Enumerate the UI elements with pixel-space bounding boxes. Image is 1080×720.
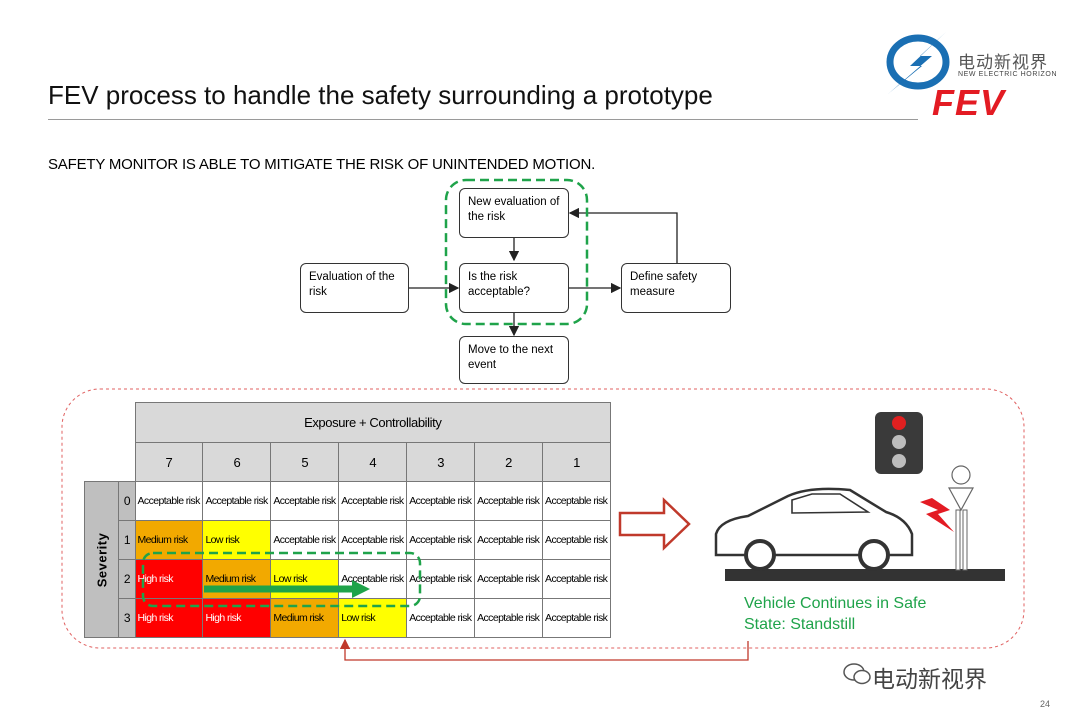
risk-cell: Acceptable risk [474,598,544,638]
severity-axis: Severity [83,481,120,638]
next-event-box: Move to the next event [459,336,569,384]
vehicle-scene [714,412,1005,581]
risk-cell: Acceptable risk [338,481,408,521]
risk-acceptable-box: Is the risk acceptable? [459,263,569,313]
vehicle-state-text: Vehicle Continues in Safe State: Standst… [744,595,927,633]
wechat-icon [843,663,871,685]
risk-cell: Acceptable risk [134,481,204,521]
slide-title: FEV process to handle the safety surroun… [48,80,713,110]
lightning-globe-logo-icon [886,32,950,94]
mitigation-arrow-head [352,580,370,598]
risk-cell: Acceptable risk [202,481,272,521]
column-header: 3 [406,442,476,482]
column-header: 4 [338,442,408,482]
risk-cell: Acceptable risk [542,559,611,599]
risk-cell: Acceptable risk [406,559,476,599]
column-header: 7 [134,442,204,482]
severity-value: 2 [118,559,136,599]
risk-cell: Acceptable risk [474,520,544,560]
logo-chinese-text: 电动新视界 [958,53,1048,72]
column-header: 5 [270,442,340,482]
watermark-text: 电动新视界 [872,666,987,692]
fev-logo: FEV [932,82,1006,123]
exposure-controllability-header: Exposure + Controllability [134,402,612,443]
pedestrian-icon [951,465,971,485]
risk-cell: High risk [134,559,204,599]
column-header: 1 [542,442,611,482]
risk-cell: Acceptable risk [542,520,611,560]
car-icon [714,487,914,557]
risk-cell: Acceptable risk [542,598,611,638]
road [725,569,1005,581]
risk-cell: Acceptable risk [474,481,544,521]
risk-cell: Low risk [338,598,408,638]
slide-subtitle: SAFETY MONITOR IS ABLE TO MITIGATE THE R… [48,156,596,173]
severity-value: 3 [118,598,136,638]
new-evaluation-box: New evaluation of the risk [459,188,569,238]
page-number: 24 [1040,699,1051,709]
column-header: 6 [202,442,272,482]
define-safety-measure-box: Define safety measure [621,263,731,313]
title-divider [48,119,918,120]
risk-cell: Acceptable risk [474,559,544,599]
right-arrow-icon [618,497,691,551]
mitigation-highlight [141,551,422,608]
risk-cell: Acceptable risk [406,520,476,560]
risk-cell: Acceptable risk [406,481,476,521]
logo-english-text: NEW ELECTRIC HORIZON [958,71,1058,78]
risk-cell: Acceptable risk [406,598,476,638]
risk-cell: Acceptable risk [270,481,340,521]
severity-value: 0 [118,481,136,521]
danger-lightning-icon [920,498,954,532]
evaluation-of-risk-box: Evaluation of the risk [300,263,409,313]
